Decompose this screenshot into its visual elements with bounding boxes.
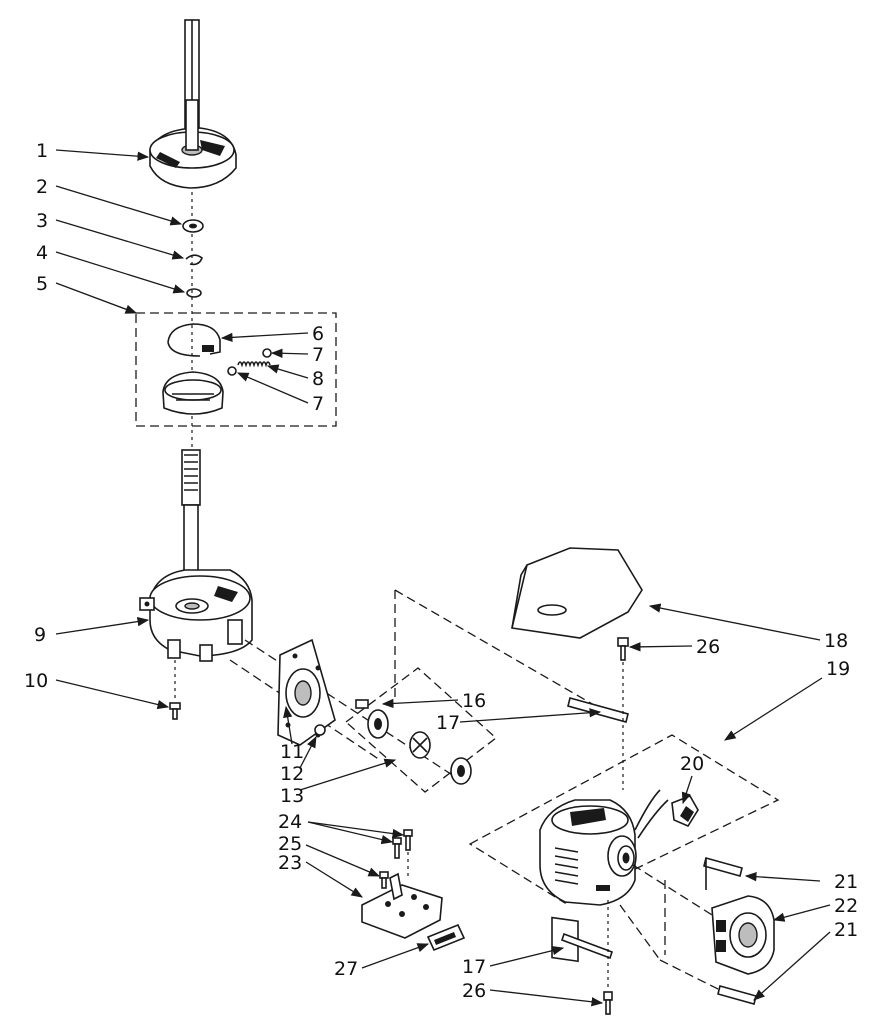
callout-9: 9: [34, 624, 46, 646]
callout-4: 4: [36, 242, 48, 264]
callout-11: 11: [280, 741, 304, 763]
callout-10: 10: [24, 670, 48, 692]
part-22-pump: [711, 895, 775, 975]
callout-26: 26: [462, 980, 486, 1002]
part-12-nut: [314, 724, 326, 736]
callout-6: 6: [312, 323, 324, 345]
part-6-brake-band: [167, 323, 221, 357]
part-17-rod-upper: [567, 697, 629, 723]
callout-5: 5: [36, 273, 48, 295]
part-13-group-box: [344, 667, 498, 793]
callout-24: 24: [278, 811, 302, 833]
callout-17: 17: [436, 712, 460, 734]
callout-20: 20: [680, 753, 704, 775]
part-27-foot: [426, 923, 466, 952]
brake-cup: [162, 371, 224, 415]
callout-1: 1: [36, 140, 48, 162]
part-16-coupling-half: [355, 699, 389, 739]
callout-25: 25: [278, 833, 302, 855]
callout-labels: 1 2 3 4 5 6 7 8 7 9 10 11 12 13 16 17 18…: [24, 140, 858, 1002]
callout-22: 22: [834, 895, 858, 917]
part-8-spring: [237, 361, 271, 368]
callout-7: 7: [312, 344, 324, 366]
part-17-rod-lower: [560, 932, 614, 960]
part-20-switch: [671, 795, 699, 828]
projection-line: [244, 639, 461, 781]
part-1-shaft-cam: [149, 19, 237, 189]
motor: [539, 789, 669, 963]
coupling-center: [409, 731, 431, 759]
callout-27: 27: [334, 958, 358, 980]
projection-line: [394, 589, 621, 721]
part-3-clip: [185, 254, 203, 266]
part-21-clip-upper: [703, 857, 743, 890]
callout-8: 8: [312, 368, 324, 390]
part-26-bolt-lower: [603, 900, 613, 1015]
coupling-half-lower: [450, 757, 472, 785]
part-18-shield: [511, 547, 643, 639]
projection-line: [632, 864, 721, 921]
callout-19: 19: [826, 658, 850, 680]
callout-7: 7: [312, 393, 324, 415]
projection-line: [659, 959, 721, 991]
callout-3: 3: [36, 210, 48, 232]
leader-lines: [55, 149, 831, 1007]
callout-26: 26: [696, 636, 720, 658]
part-7-cap-upper: [262, 348, 272, 358]
projection-line: [619, 904, 661, 961]
part-26-bolt-upper: [617, 637, 629, 790]
callout-18: 18: [824, 630, 848, 652]
part-10-bolt: [169, 660, 181, 720]
part-19-group-box: [468, 734, 780, 904]
callout-21: 21: [834, 919, 858, 941]
part-25-screw: [379, 871, 389, 889]
callout-21: 21: [834, 871, 858, 893]
part-4-ring: [186, 288, 202, 298]
part-23-bracket: [361, 872, 443, 939]
part-5-group-box: [135, 312, 337, 427]
callout-12: 12: [280, 763, 304, 785]
callout-23: 23: [278, 852, 302, 874]
callout-17: 17: [462, 956, 486, 978]
part-7-cap-lower: [227, 366, 237, 376]
part-9-gearcase: [139, 449, 253, 662]
part-11-mounting-plate: [277, 638, 336, 746]
part-2-washer: [182, 219, 204, 233]
part-21-clip-lower: [717, 985, 757, 1005]
callout-2: 2: [36, 176, 48, 198]
callout-13: 13: [280, 785, 304, 807]
part-24-screw-left: [392, 837, 402, 859]
part-24-screw-right: [403, 829, 413, 880]
callout-16: 16: [462, 690, 486, 712]
